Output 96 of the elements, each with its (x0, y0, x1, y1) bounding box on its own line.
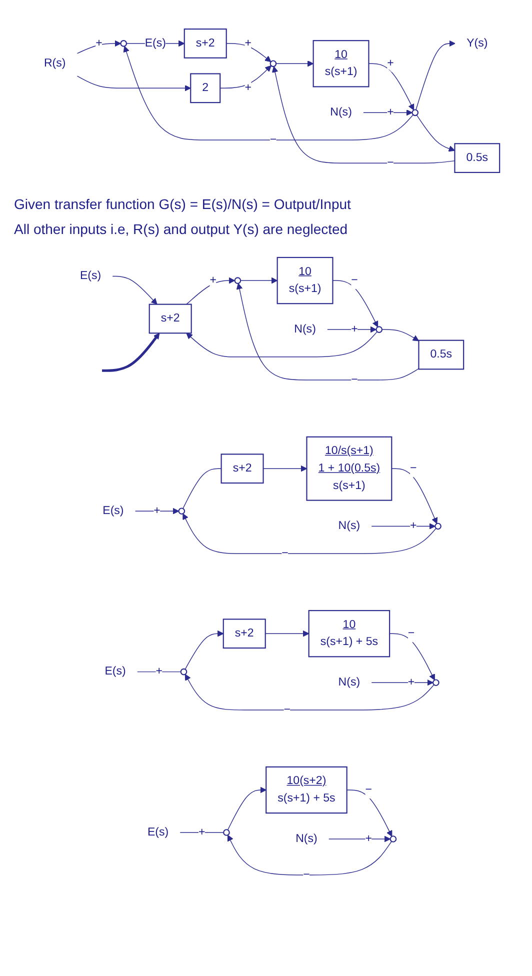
node-text: N(s) (338, 520, 360, 532)
arrow (220, 65, 272, 88)
node-box: 0.5s (418, 340, 464, 370)
edge-label: + (387, 106, 394, 118)
arrow (391, 468, 438, 524)
arrow (327, 326, 376, 333)
node-circle (390, 836, 397, 842)
arrow (382, 329, 420, 342)
arrow (76, 40, 122, 54)
node-box: 10 s(s+1) (276, 256, 334, 304)
arrow (346, 790, 392, 837)
arrow (240, 277, 278, 284)
arrow (182, 513, 436, 554)
arrow (371, 679, 434, 686)
node-circle (434, 522, 442, 530)
connector (137, 671, 182, 672)
arrow (227, 834, 392, 876)
edge-label: − (351, 373, 358, 386)
arrow (328, 836, 391, 842)
edge-label: − (351, 274, 358, 286)
node-text: E(s) (147, 826, 169, 838)
node-circle (223, 829, 230, 836)
edge-label: + (198, 826, 206, 838)
edge-label: − (387, 156, 394, 169)
arrow (112, 276, 158, 305)
arrow (265, 630, 310, 637)
arrow (276, 60, 314, 67)
node-text: R(s) (44, 57, 66, 70)
arrow (226, 43, 272, 62)
arrow (186, 331, 378, 358)
node-box: 0.5s (454, 143, 500, 173)
node-box: s+2 (148, 304, 192, 334)
node-text: N(s) (294, 323, 316, 336)
connector (180, 832, 224, 833)
node-circle (270, 60, 277, 68)
edge-label: + (365, 832, 372, 845)
edge-label: + (244, 82, 252, 94)
node-text: N(s) (338, 676, 360, 688)
edge-label: + (244, 36, 252, 50)
arrow (236, 283, 420, 380)
edge-label: − (365, 784, 372, 796)
node-box: s+2 (184, 28, 227, 58)
connector (182, 468, 222, 509)
node-circle (376, 326, 383, 333)
node-circle (120, 40, 128, 47)
arrow (389, 633, 435, 680)
edge-label: + (387, 57, 394, 70)
node-circle (178, 508, 186, 515)
edge-label: − (303, 868, 310, 881)
node-box: s+2 (220, 454, 264, 484)
arrow (332, 280, 378, 328)
node-text: E(s) (80, 270, 102, 282)
node-box: 2 (190, 73, 221, 104)
arrow (123, 46, 414, 140)
edge-label: − (408, 627, 415, 640)
edge-label: + (154, 504, 160, 517)
arrow (76, 76, 191, 92)
edge-label: + (408, 676, 415, 688)
node-box: 10/s(s+1) 1 + 10(0.5s) s(s+1) (306, 436, 392, 501)
arrow (272, 66, 456, 164)
node-text: E(s) (104, 665, 126, 678)
arrow (368, 63, 414, 110)
arrow (416, 114, 456, 152)
arrow (102, 332, 160, 372)
node-circle (432, 679, 440, 686)
node-box: 10(s+2) s(s+1) + 5s (266, 766, 348, 814)
edge-label: + (410, 520, 417, 532)
note-text: All other inputs i.e, R(s) and output Y(s) are neglected (14, 220, 349, 238)
edge-label: − (410, 462, 417, 474)
edge-label: − (284, 704, 290, 716)
arrow (371, 523, 436, 530)
node-circle (180, 668, 188, 676)
node-text: N(s) (296, 832, 318, 845)
note-text: Given transfer function G(s) = E(s)/N(s) = Output/Input (14, 195, 352, 214)
edge-label: − (282, 547, 288, 560)
node-text: Y(s) (466, 36, 488, 50)
edge-label: + (351, 323, 358, 336)
arrow (227, 786, 266, 830)
arrow (262, 465, 308, 472)
arrow (416, 40, 456, 110)
arrow (363, 109, 412, 116)
node-box: s+2 (222, 618, 266, 649)
node-text: E(s) (102, 504, 124, 517)
edge-label: + (96, 36, 102, 50)
node-box: 10 s(s+1) (312, 40, 370, 88)
node-text: N(s) (330, 106, 352, 118)
node-box: 10 s(s+1) + 5s (308, 610, 390, 658)
arrow (184, 630, 224, 670)
node-circle (234, 277, 242, 284)
edge-label: − (270, 134, 277, 146)
edge-label: + (210, 274, 216, 286)
edge-label: + (156, 665, 162, 678)
arrow (186, 277, 236, 305)
arrow (134, 508, 180, 514)
node-circle (412, 109, 419, 116)
edge-label: E(s) (144, 36, 166, 50)
